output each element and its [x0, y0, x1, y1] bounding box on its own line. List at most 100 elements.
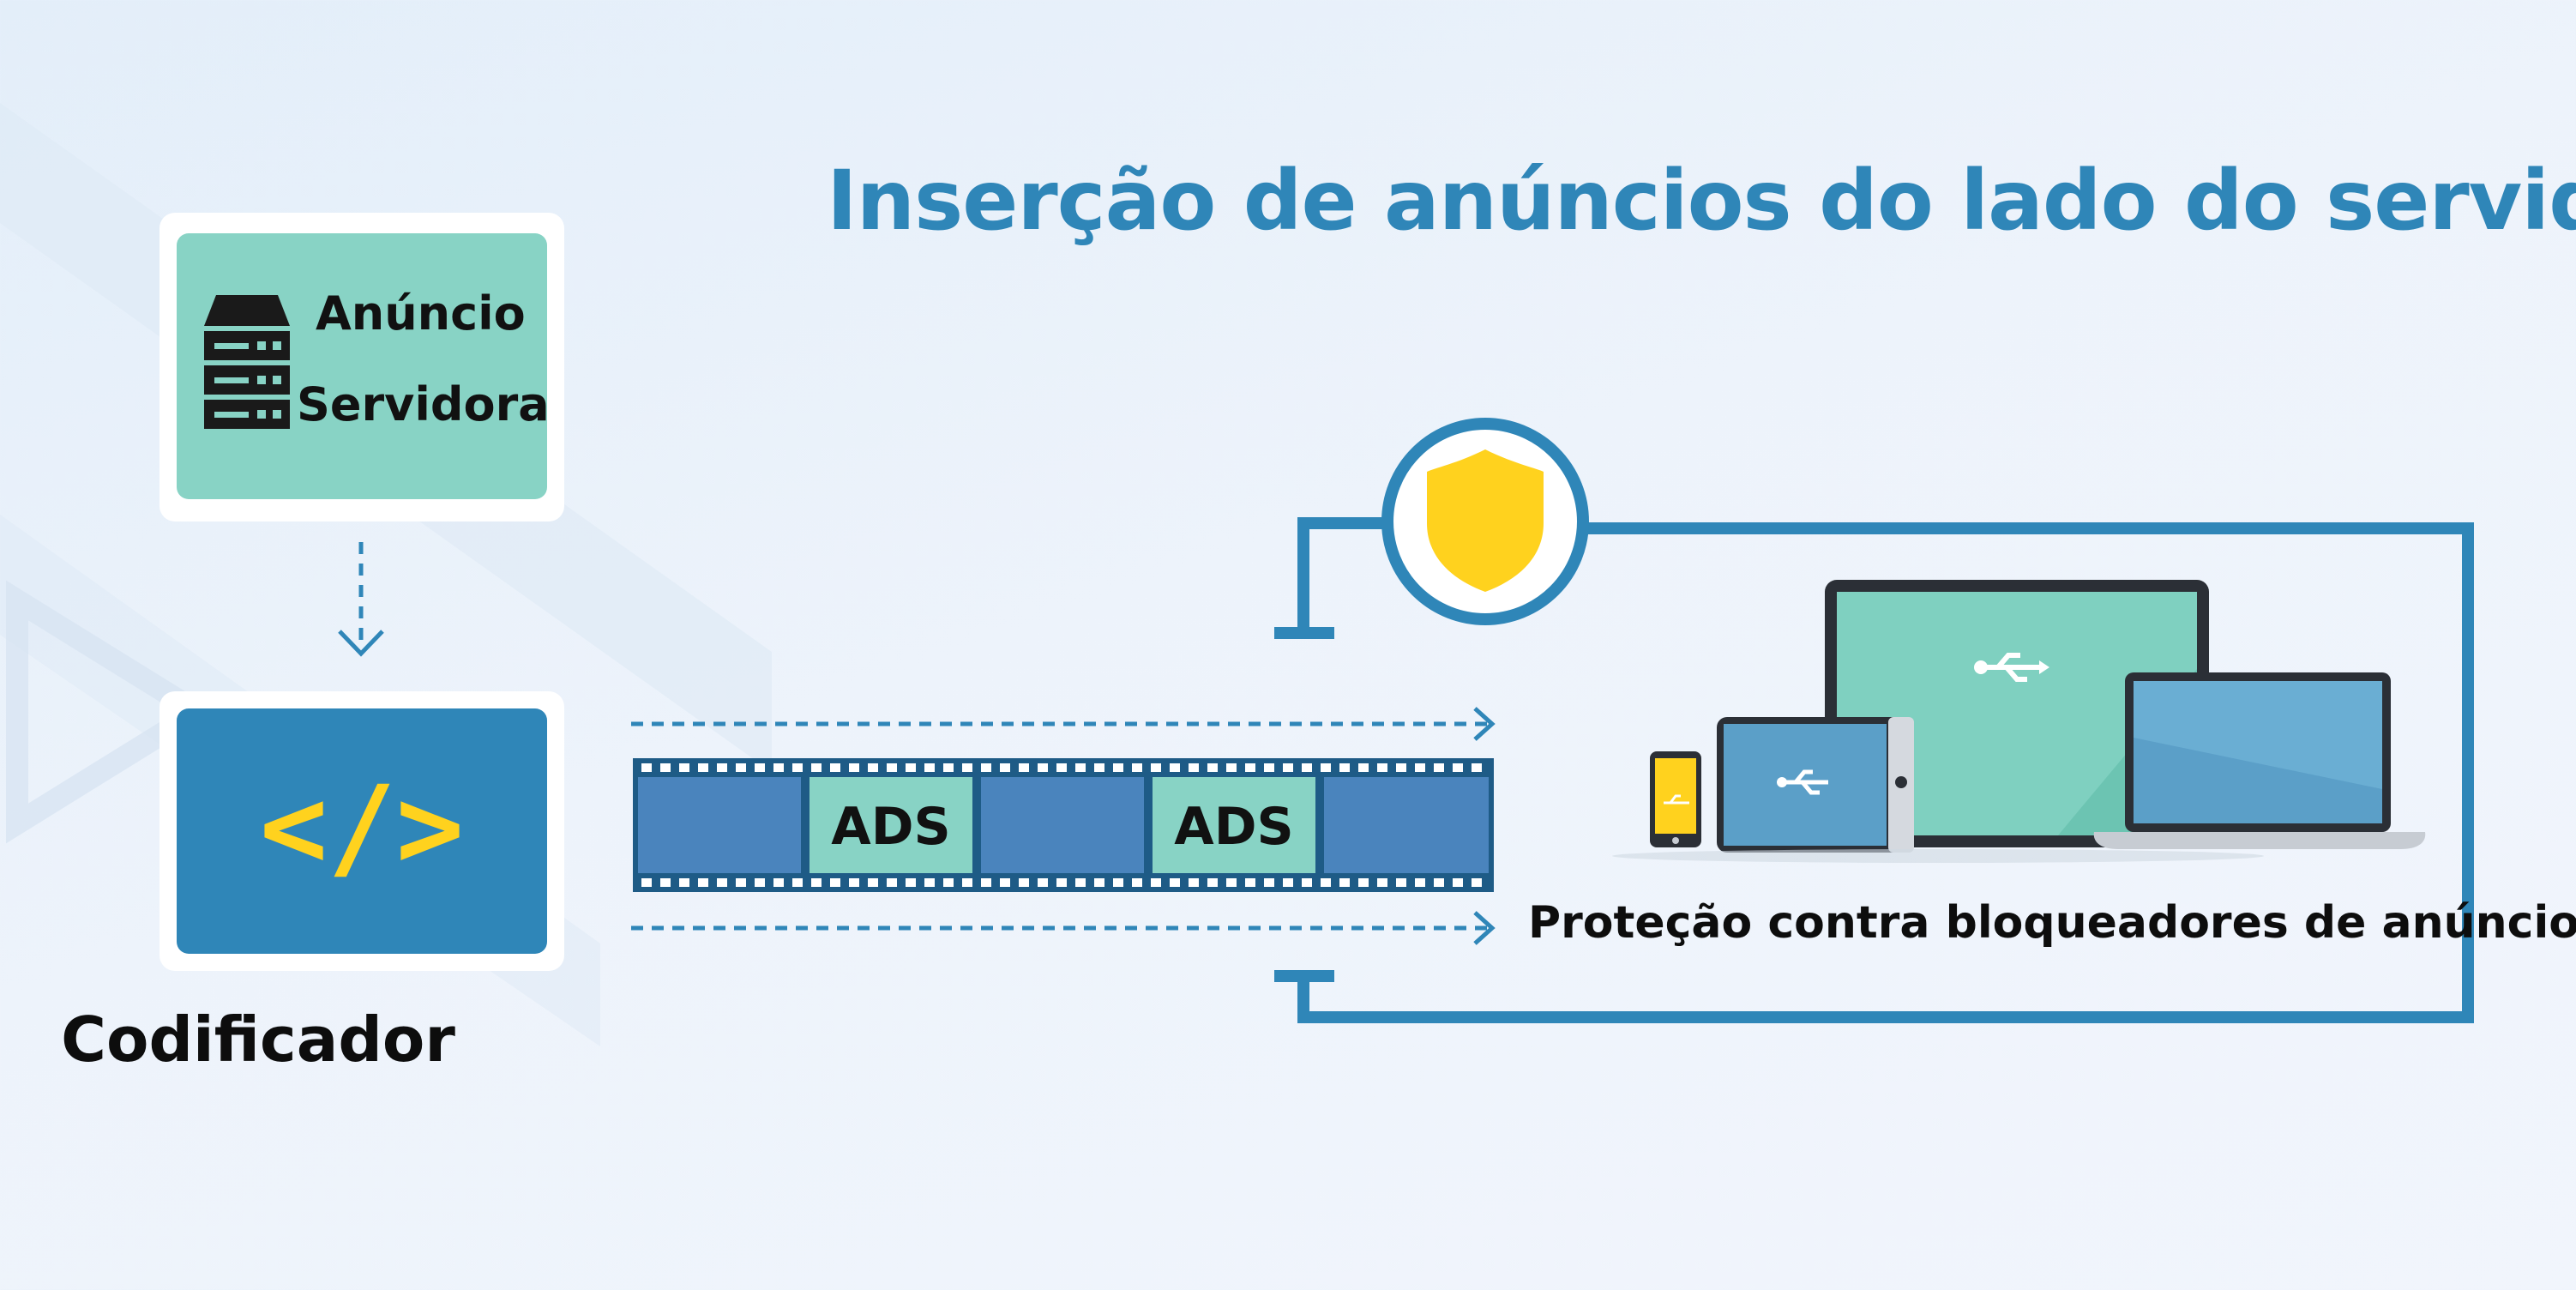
- ad-server-box: Anúncio Servidora: [159, 213, 564, 521]
- film-sprocket-hole: [1019, 763, 1029, 772]
- film-sprocket-hole: [943, 878, 954, 887]
- film-sprocket-hole: [736, 878, 746, 887]
- film-sprocket-hole: [679, 763, 689, 772]
- film-sprocket-hole: [641, 878, 652, 887]
- film-sprocket-hole: [1453, 878, 1463, 887]
- encoder-panel: </>: [177, 708, 547, 954]
- film-sprocket-hole: [1415, 763, 1425, 772]
- film-sprocket-hole: [1094, 763, 1104, 772]
- film-sprocket-hole: [1321, 763, 1331, 772]
- film-sprocket-hole: [1189, 763, 1199, 772]
- film-sprocket-hole: [1358, 878, 1369, 887]
- film-sprocket-hole: [849, 763, 859, 772]
- film-sprocket-hole: [1132, 763, 1142, 772]
- film-sprocket-hole: [887, 878, 897, 887]
- devices-shadow: [1612, 849, 2264, 863]
- film-sprocket-hole: [717, 878, 727, 887]
- film-sprocket-hole: [830, 763, 840, 772]
- film-sprocket-hole: [1000, 878, 1010, 887]
- film-frame-4: [1153, 777, 1315, 873]
- film-frame-5: [1324, 777, 1489, 873]
- film-sprocket-hole: [755, 878, 765, 887]
- ad-server-label-line2: Servidora: [297, 377, 550, 431]
- film-sprocket-hole: [1321, 878, 1331, 887]
- film-sprocket-hole: [1151, 763, 1161, 772]
- ads-label-1: ADS: [831, 797, 950, 857]
- film-sprocket-hole: [1396, 763, 1406, 772]
- film-sprocket-hole: [1264, 878, 1274, 887]
- laptop-icon: [2093, 672, 2426, 849]
- film-sprocket-hole: [641, 763, 652, 772]
- film-sprocket-hole: [1415, 878, 1425, 887]
- film-sprocket-hole: [1472, 763, 1482, 772]
- film-sprocket-hole: [792, 878, 803, 887]
- film-strip: ADS ADS: [633, 758, 1494, 892]
- ads-label-2: ADS: [1174, 797, 1293, 857]
- film-sprockets: [641, 763, 1482, 887]
- film-sprocket-hole: [830, 878, 840, 887]
- stream-arrow-bottom: [631, 911, 1496, 945]
- film-sprocket-hole: [1000, 763, 1010, 772]
- film-sprocket-hole: [1245, 878, 1255, 887]
- encoder-label: Codificador: [61, 1004, 455, 1076]
- film-sprocket-hole: [1170, 763, 1180, 772]
- film-sprocket-hole: [1358, 763, 1369, 772]
- film-sprocket-hole: [1132, 878, 1142, 887]
- film-sprocket-hole: [887, 763, 897, 772]
- film-sprocket-hole: [849, 878, 859, 887]
- film-sprocket-hole: [981, 763, 991, 772]
- film-sprocket-hole: [811, 763, 822, 772]
- film-sprocket-hole: [1264, 763, 1274, 772]
- film-sprocket-hole: [698, 763, 708, 772]
- film-sprocket-hole: [660, 763, 671, 772]
- film-sprocket-hole: [1302, 763, 1312, 772]
- film-sprocket-hole: [1113, 878, 1123, 887]
- film-sprocket-hole: [868, 878, 878, 887]
- film-sprocket-hole: [1056, 878, 1067, 887]
- film-sprocket-hole: [1377, 763, 1387, 772]
- film-sprocket-hole: [755, 763, 765, 772]
- adblock-protection-label: Proteção contra bloqueadores de anúncios: [1528, 897, 2576, 949]
- server-rack-icon: [204, 295, 290, 429]
- film-sprocket-hole: [698, 878, 708, 887]
- shield-icon: [1381, 418, 1589, 625]
- film-sprocket-hole: [1472, 878, 1482, 887]
- film-sprocket-hole: [1245, 763, 1255, 772]
- film-sprocket-hole: [717, 763, 727, 772]
- film-sprocket-hole: [773, 878, 784, 887]
- encoder-box: </>: [159, 691, 564, 971]
- film-sprocket-hole: [736, 763, 746, 772]
- film-sprocket-hole: [1075, 763, 1086, 772]
- ad-server-to-encoder-arrow: [338, 542, 384, 657]
- ad-server-panel: Anúncio Servidora: [177, 233, 550, 499]
- film-sprocket-hole: [1038, 878, 1048, 887]
- film-sprocket-hole: [1170, 878, 1180, 887]
- film-sprocket-hole: [943, 763, 954, 772]
- film-sprocket-hole: [1339, 763, 1350, 772]
- film-sprocket-hole: [924, 878, 935, 887]
- film-sprocket-hole: [1019, 878, 1029, 887]
- film-sprocket-hole: [1396, 878, 1406, 887]
- film-sprocket-hole: [1453, 763, 1463, 772]
- film-sprocket-hole: [981, 878, 991, 887]
- film-sprocket-hole: [1302, 878, 1312, 887]
- phone-icon: [1650, 751, 1701, 847]
- page-title: Inserção de anúncios do lado do servidor: [827, 153, 2576, 249]
- film-sprocket-hole: [1056, 763, 1067, 772]
- film-sprocket-hole: [1226, 763, 1237, 772]
- stream-arrow-top: [631, 707, 1496, 741]
- code-icon: </>: [259, 762, 465, 894]
- film-sprocket-hole: [1283, 878, 1293, 887]
- film-sprocket-hole: [868, 763, 878, 772]
- film-sprocket-hole: [679, 878, 689, 887]
- film-sprocket-hole: [1434, 763, 1444, 772]
- film-sprocket-hole: [660, 878, 671, 887]
- film-sprocket-hole: [1038, 763, 1048, 772]
- protection-loop: [1274, 517, 2474, 1023]
- film-sprocket-hole: [1339, 878, 1350, 887]
- film-sprocket-hole: [811, 878, 822, 887]
- film-sprocket-hole: [1207, 763, 1218, 772]
- film-sprocket-hole: [1377, 878, 1387, 887]
- film-sprocket-hole: [906, 878, 916, 887]
